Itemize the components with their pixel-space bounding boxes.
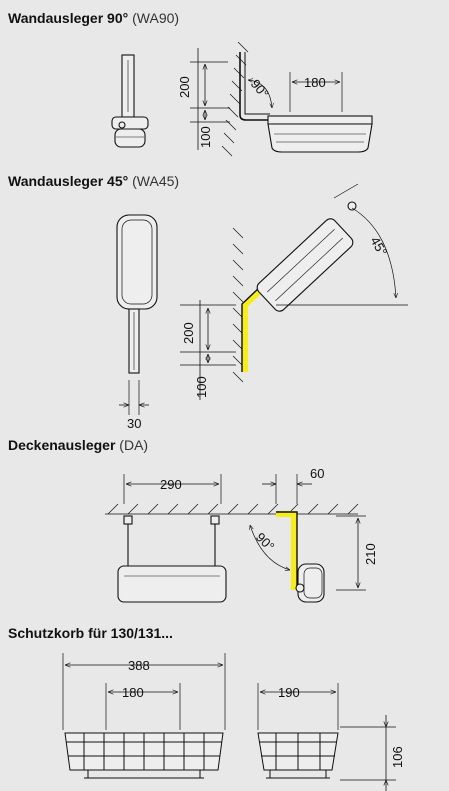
wa90-angle: 90°: [248, 76, 272, 101]
heading-wa90-code: (WA90): [132, 10, 180, 26]
da-dim-210: 210: [363, 543, 378, 565]
basket-drawing: [62, 653, 396, 791]
wa90-drawing: [111, 41, 373, 157]
wa45-dim-200: 200: [181, 322, 196, 344]
wa90-dim-180: 180: [304, 75, 326, 90]
heading-wa45-title: Wandausleger 45°: [8, 173, 129, 189]
da-angle: 90°: [253, 530, 278, 555]
heading-da-title: Deckenausleger: [8, 437, 116, 453]
da-highlight: [276, 511, 297, 590]
da-dim-60: 60: [310, 466, 324, 481]
da-drawing: [105, 474, 366, 603]
basket-dim-190: 190: [278, 685, 300, 700]
heading-wa45-code: (WA45): [132, 173, 180, 189]
wa90-dim-100: 100: [198, 126, 213, 148]
heading-basket-title: Schutzkorb für 130/131...: [8, 625, 173, 641]
heading-da: Deckenausleger (DA): [8, 437, 148, 453]
heading-basket: Schutzkorb für 130/131...: [8, 625, 173, 641]
heading-da-code: (DA): [119, 437, 149, 453]
wa90-dim-200: 200: [177, 76, 192, 98]
heading-wa90-title: Wandausleger 90°: [8, 10, 129, 26]
wa45-drawing: [116, 214, 244, 415]
da-dim-290: 290: [160, 477, 182, 492]
basket-dim-106: 106: [390, 746, 405, 768]
basket-dim-388: 388: [128, 658, 150, 673]
wa45-dim-30: 30: [127, 416, 141, 431]
heading-wa90: Wandausleger 90° (WA90): [8, 10, 179, 26]
wa45-dim-100: 100: [194, 376, 209, 398]
wa45-angle: 45°: [367, 234, 390, 259]
basket-dim-180: 180: [122, 685, 144, 700]
heading-wa45: Wandausleger 45° (WA45): [8, 173, 179, 189]
